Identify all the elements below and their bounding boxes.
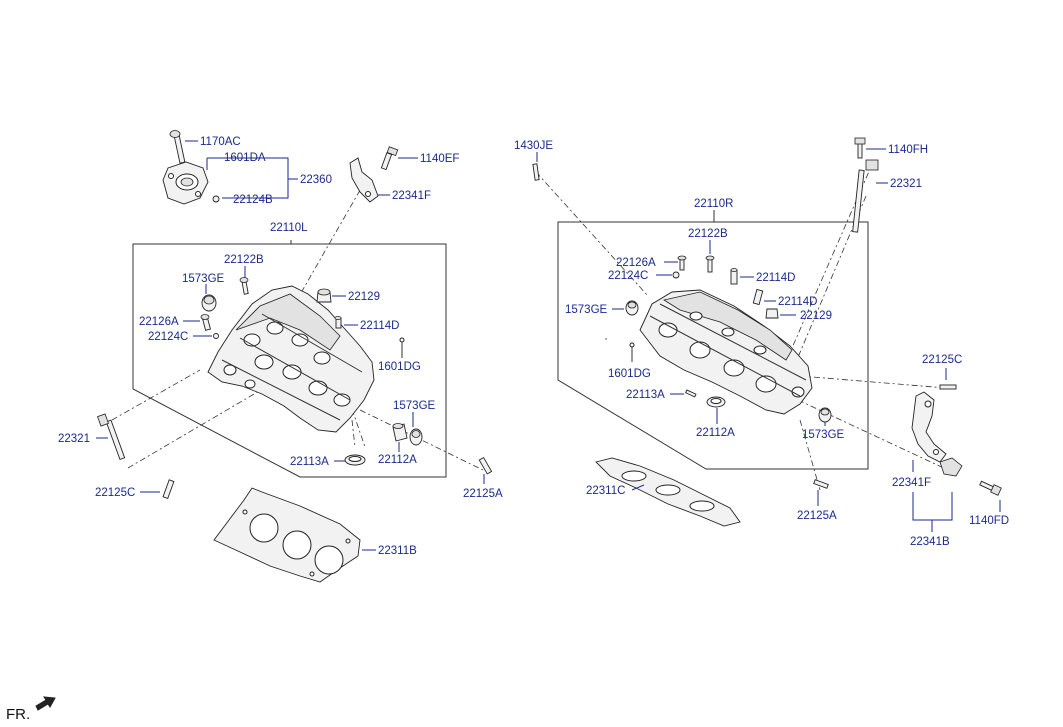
label-22112a-right: 22112A bbox=[696, 427, 735, 439]
cap-22129-left bbox=[316, 288, 332, 303]
dowel-22114d-right-bottom bbox=[752, 288, 764, 306]
bolt-22126a-right bbox=[677, 255, 687, 271]
label-22124b: 22124B bbox=[233, 194, 273, 206]
bolt-22321-right bbox=[852, 159, 879, 233]
front-arrow-icon bbox=[35, 696, 56, 711]
stud-22125a-right bbox=[813, 479, 829, 489]
label-22126a-right: 22126A bbox=[616, 257, 656, 269]
seal-22112a-right bbox=[706, 396, 726, 408]
bolt-22122b-left bbox=[239, 277, 249, 295]
label-22321-right: 22321 bbox=[890, 178, 922, 190]
cylinder-head-left bbox=[207, 285, 375, 433]
label-1601dg-left: 1601DG bbox=[378, 361, 421, 373]
label-22114d-right-bottom: 22114D bbox=[778, 296, 817, 308]
bracket-22341f-right bbox=[911, 391, 963, 477]
label-1573ge-right-bottom: 1573GE bbox=[802, 429, 845, 441]
label-22341b: 22341B bbox=[910, 536, 950, 548]
seal-22113a-left bbox=[344, 454, 366, 466]
stud-22125a-left bbox=[478, 456, 493, 475]
label-22124c-right: 22124C bbox=[608, 270, 648, 282]
bolt-1140fd bbox=[979, 480, 1002, 496]
bolt-22321-left bbox=[97, 413, 126, 461]
water-outlet-22360 bbox=[162, 161, 220, 205]
label-22110r: 22110R bbox=[694, 198, 733, 210]
plug-1573ge-right-top bbox=[625, 300, 639, 316]
left-leader-lines bbox=[111, 177, 484, 471]
bolt-1140fh bbox=[854, 137, 866, 159]
head-gasket-22311b bbox=[213, 487, 361, 583]
label-22311b: 22311B bbox=[378, 545, 417, 557]
cylinder-head-right bbox=[639, 289, 813, 415]
label-22110l: 22110L bbox=[270, 222, 308, 234]
label-22125a-left: 22125A bbox=[463, 488, 503, 500]
label-1573ge-right-top: 1573GE bbox=[565, 304, 608, 316]
label-1601da: 1601DA bbox=[224, 152, 266, 164]
dowel-22114d-right-top bbox=[730, 268, 738, 285]
bolt-22122b-right bbox=[705, 255, 715, 273]
label-1140ef: 1140EF bbox=[420, 153, 459, 165]
plug-1573ge-right-bottom bbox=[818, 407, 832, 423]
label-22321-left: 22321 bbox=[58, 433, 90, 445]
label-22311c: 22311C bbox=[586, 485, 625, 497]
pin-1430je bbox=[532, 163, 540, 181]
stud-22125c-right bbox=[939, 384, 957, 390]
ring-22124c-right bbox=[672, 271, 680, 279]
label-22341f-left: 22341F bbox=[392, 190, 431, 202]
label-22122b-right: 22122B bbox=[688, 228, 728, 240]
label-22112a-left: 22112A bbox=[378, 454, 417, 466]
head-gasket-22311c bbox=[595, 457, 741, 527]
label-22114d-right-top: 22114D bbox=[756, 272, 795, 284]
label-22114d-left: 22114D bbox=[360, 320, 399, 332]
label-1601dg-right: 1601DG bbox=[608, 368, 651, 380]
label-22124c-left: 22124C bbox=[148, 331, 188, 343]
plug-1573ge-left-bottom bbox=[409, 428, 423, 446]
ring-22124c-left bbox=[213, 333, 219, 339]
label-22360: 22360 bbox=[300, 174, 332, 186]
stud-22125c-left bbox=[162, 479, 175, 500]
label-1573ge-left-bottom: 1573GE bbox=[393, 400, 436, 412]
label-1573ge-left-top: 1573GE bbox=[182, 273, 225, 285]
label-22129-right: 22129 bbox=[800, 310, 832, 322]
left-assembly-box bbox=[132, 240, 447, 478]
bolt-22126a-left bbox=[200, 314, 212, 331]
seal-22112a-left bbox=[392, 423, 408, 442]
pin-1601dg-right bbox=[629, 342, 635, 362]
label-22125a-right: 22125A bbox=[797, 510, 837, 522]
label-22125c-left: 22125C bbox=[95, 487, 135, 499]
bolt-1170ac bbox=[169, 130, 186, 164]
label-1430je: 1430JE bbox=[514, 140, 553, 152]
right-leader-lines bbox=[535, 159, 949, 491]
label-22125c-right: 22125C bbox=[922, 354, 962, 366]
label-22113a-right: 22113A bbox=[626, 389, 665, 401]
pin-1601dg-left bbox=[399, 337, 405, 358]
label-22129-left: 22129 bbox=[348, 291, 380, 303]
label-1140fh: 1140FH bbox=[888, 144, 928, 156]
bracket-22341f-left bbox=[349, 157, 379, 203]
label-22126a-left: 22126A bbox=[139, 316, 179, 328]
right-assembly-box bbox=[557, 210, 869, 470]
dowel-22114d-left bbox=[334, 316, 342, 329]
label-22122b-left: 22122B bbox=[224, 254, 264, 266]
bolt-1140ef bbox=[380, 146, 399, 171]
label-1170ac: 1170AC bbox=[200, 136, 241, 148]
front-direction-label: FR. bbox=[6, 706, 30, 723]
seal-22113a-right bbox=[685, 389, 697, 398]
label-22113a-left: 22113A bbox=[290, 456, 329, 468]
label-22341f-right: 22341F bbox=[892, 477, 931, 489]
label-1140fd: 1140FD bbox=[969, 515, 1009, 527]
cap-22129-right bbox=[765, 308, 779, 319]
plug-1573ge-left-top bbox=[201, 294, 217, 312]
